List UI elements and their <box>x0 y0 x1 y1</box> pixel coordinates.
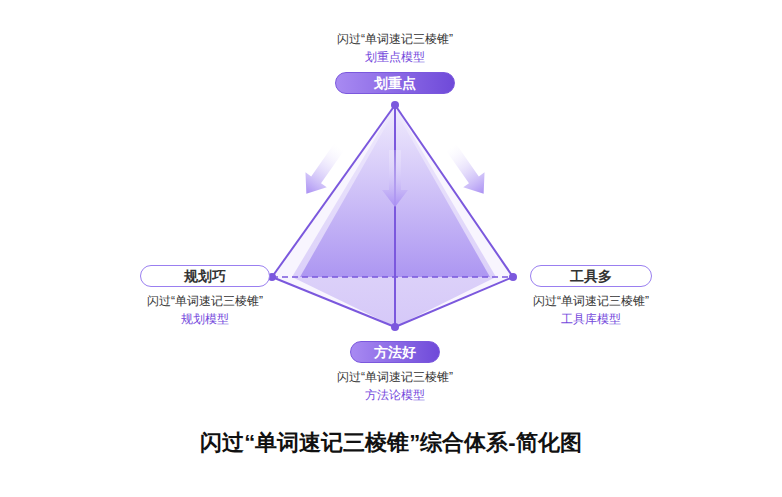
model-name: 划重点模型 <box>365 49 425 66</box>
pyramid-face <box>272 105 513 327</box>
model-name: 方法论模型 <box>365 387 425 404</box>
vertex-dot <box>268 101 517 331</box>
down-arrow <box>296 140 495 207</box>
model-node: 方法好闪过“单词速记三棱锥”方法论模型 <box>337 341 453 404</box>
pyramid-face <box>292 105 496 327</box>
model-name: 规划模型 <box>181 311 229 328</box>
pill-label: 划重点 <box>335 72 455 94</box>
pill-label: 规划巧 <box>140 265 270 287</box>
pill-label: 工具多 <box>530 265 652 287</box>
model-node: 闪过“单词速记三棱锥”划重点模型划重点 <box>335 31 455 94</box>
model-caption: 闪过“单词速记三棱锥” <box>337 31 453 48</box>
model-caption: 闪过“单词速记三棱锥” <box>533 293 649 310</box>
pill-label: 方法好 <box>350 341 440 363</box>
model-name: 工具库模型 <box>561 311 621 328</box>
model-node: 规划巧闪过“单词速记三棱锥”规划模型 <box>140 265 270 328</box>
diagram-title: 闪过“单词速记三棱锥”综合体系-简化图 <box>0 428 782 458</box>
model-node: 工具多闪过“单词速记三棱锥”工具库模型 <box>530 265 652 328</box>
model-caption: 闪过“单词速记三棱锥” <box>147 293 263 310</box>
model-caption: 闪过“单词速记三棱锥” <box>337 369 453 386</box>
pyramid-edges <box>272 105 513 327</box>
